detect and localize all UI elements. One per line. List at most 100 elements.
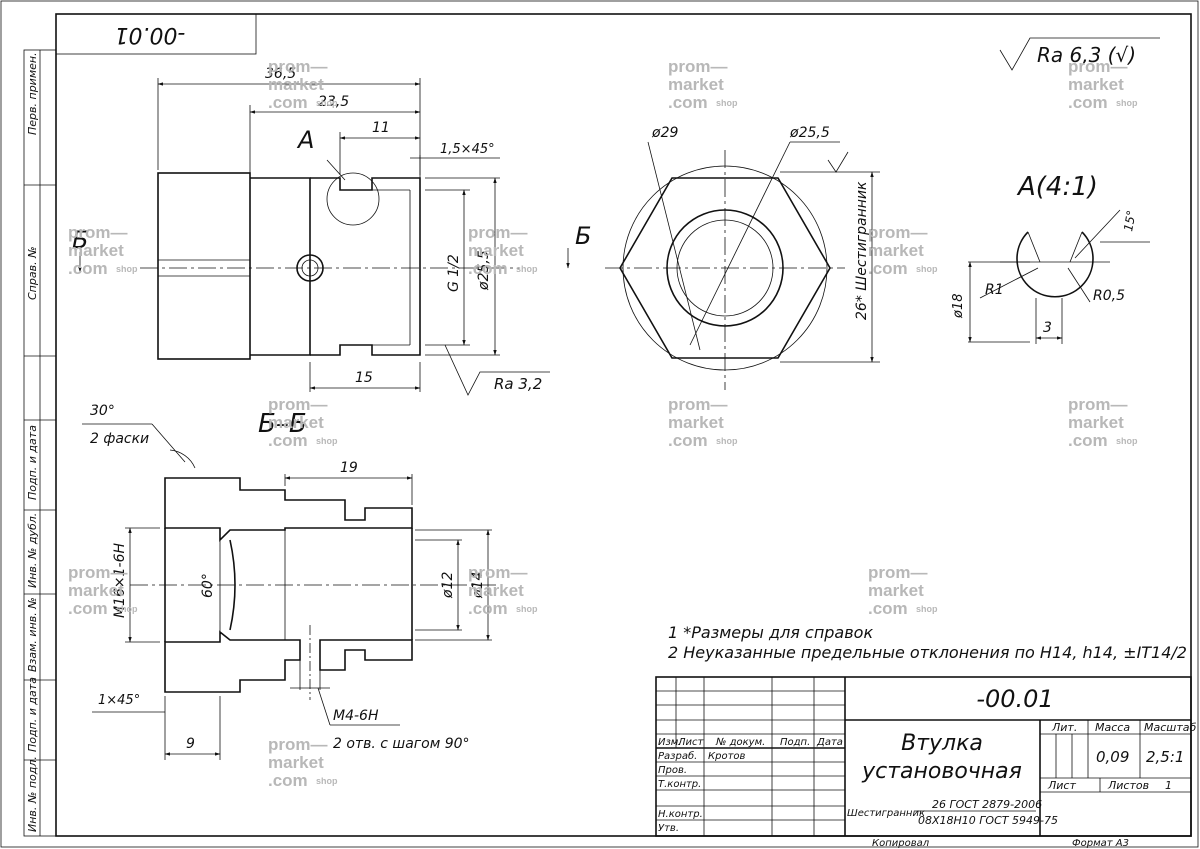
- mass-label: Масса: [1095, 721, 1130, 734]
- svg-text:.com: .com: [68, 259, 108, 278]
- detail-dia-18: ø18: [951, 294, 966, 320]
- svg-text:prom—: prom—: [268, 395, 328, 414]
- svg-text:market: market: [1068, 413, 1124, 432]
- svg-text:prom—: prom—: [468, 223, 528, 242]
- note-2: 2 Неуказанные предельные отклонения по H…: [668, 643, 1187, 662]
- doc-code-box: -00.01: [55, 13, 257, 55]
- svg-text:shop: shop: [1116, 436, 1138, 446]
- strip-podp-data-2: Подп. и дата: [26, 677, 39, 752]
- section-dia-12: ø12: [440, 572, 456, 599]
- title-block: Изм. Лист № докум. Подп. Дата Разраб. Кр…: [655, 676, 1196, 849]
- sheet-label: Лист: [1047, 779, 1076, 792]
- svg-text:.com: .com: [468, 259, 508, 278]
- left-strip: Перв. примен. Справ. № Подп. и дата Инв.…: [23, 49, 57, 837]
- svg-text:shop: shop: [316, 776, 338, 786]
- part-name-line1: Втулка: [901, 731, 983, 756]
- svg-text:.com: .com: [268, 771, 308, 790]
- col-podp: Подп.: [780, 737, 810, 748]
- section-thread-m4: M4-6H: [333, 708, 379, 724]
- detail-r1: R1: [985, 282, 1004, 298]
- role-razrab: Разраб.: [658, 750, 697, 762]
- detail-a-title: А(4:1): [1016, 172, 1098, 202]
- svg-text:shop: shop: [516, 264, 538, 274]
- section-angle-30: 30°: [90, 403, 115, 419]
- svg-text:prom—: prom—: [1068, 395, 1128, 414]
- section-thread-m16: M16×1-6H: [112, 543, 128, 618]
- role-utv: Утв.: [658, 823, 679, 834]
- material-label: Шестигранник: [847, 808, 925, 819]
- svg-text:.com: .com: [68, 599, 108, 618]
- thread-g-1-2: G 1/2: [446, 254, 462, 292]
- sheets-label: Листов: [1107, 779, 1149, 792]
- svg-text:shop: shop: [316, 98, 338, 108]
- section-dia-14: ø14: [470, 572, 486, 599]
- sheets-count: 1: [1165, 779, 1172, 792]
- svg-text:.com: .com: [868, 259, 908, 278]
- detail-r0-5: R0,5: [1093, 288, 1125, 304]
- mass-value: 0,09: [1096, 748, 1129, 766]
- svg-text:prom—: prom—: [468, 563, 528, 582]
- col-no-dokum: № докум.: [715, 737, 765, 748]
- dim-23-5: 23,5: [318, 94, 349, 110]
- section-mark-right: Б: [575, 222, 591, 250]
- svg-text:market: market: [268, 753, 324, 772]
- section-dim-19: 19: [340, 460, 358, 476]
- dia-25-5-side: ø25,5: [789, 125, 830, 141]
- svg-text:market: market: [68, 241, 124, 260]
- roughness-ra-3-2: Ra 3,2: [494, 375, 542, 393]
- strip-inv-dubl: Инв. № дубл.: [26, 513, 39, 588]
- section-holes-note: 2 отв. с шагом 90°: [333, 736, 470, 752]
- svg-text:market: market: [668, 75, 724, 94]
- svg-text:prom—: prom—: [868, 563, 928, 582]
- svg-text:shop: shop: [716, 436, 738, 446]
- svg-text:shop: shop: [116, 264, 138, 274]
- svg-text:.com: .com: [1068, 431, 1108, 450]
- section-chamfers: 2 фаски: [90, 431, 149, 447]
- svg-text:.com: .com: [1068, 93, 1108, 112]
- watermark-stamp: prom—market.com shop: [1068, 395, 1138, 450]
- svg-text:market: market: [268, 413, 324, 432]
- svg-text:.com: .com: [268, 431, 308, 450]
- strip-inv-podl: Инв. № подл.: [26, 756, 39, 832]
- role-prov: Пров.: [658, 765, 687, 776]
- svg-text:shop: shop: [716, 98, 738, 108]
- scale-label: Масштаб: [1144, 721, 1196, 734]
- svg-text:shop: shop: [916, 604, 938, 614]
- svg-text:market: market: [468, 241, 524, 260]
- watermark-stamp: prom—market.com shop: [868, 563, 938, 618]
- svg-text:prom—: prom—: [668, 57, 728, 76]
- svg-text:prom—: prom—: [68, 223, 128, 242]
- copied-label: Копировал: [872, 838, 930, 849]
- svg-text:prom—: prom—: [668, 395, 728, 414]
- format-label: Формат А3: [1072, 838, 1129, 849]
- svg-text:shop: shop: [1116, 98, 1138, 108]
- scale-value: 2,5:1: [1146, 748, 1184, 766]
- dim-36-5: 36,5: [265, 66, 296, 82]
- svg-text:market: market: [668, 413, 724, 432]
- watermark-stamp: prom—market.com shop: [68, 223, 138, 278]
- svg-text:prom—: prom—: [868, 223, 928, 242]
- strip-perv-primen: Перв. примен.: [26, 52, 39, 135]
- section-chamfer-1x45: 1×45°: [98, 693, 140, 708]
- designation: -00.01: [976, 685, 1053, 713]
- col-list: Лист: [677, 737, 705, 748]
- svg-text:market: market: [268, 75, 324, 94]
- material-line1: 26 ГОСТ 2879-2006: [932, 798, 1042, 811]
- general-roughness: Ra 6,3 (√): [999, 37, 1160, 71]
- note-1: 1 *Размеры для справок: [668, 623, 873, 642]
- svg-text:market: market: [868, 581, 924, 600]
- watermark-stamp: prom—market.com shop: [468, 223, 538, 278]
- svg-text:prom—: prom—: [68, 563, 128, 582]
- svg-text:market: market: [68, 581, 124, 600]
- part-name-line2: установочная: [861, 759, 1022, 784]
- section-angle-60: 60°: [200, 573, 216, 598]
- role-nkontr: Н.контр.: [658, 809, 703, 820]
- svg-text:prom—: prom—: [268, 735, 328, 754]
- svg-text:.com: .com: [868, 599, 908, 618]
- general-roughness-text: Ra 6,3 (√): [1037, 43, 1136, 67]
